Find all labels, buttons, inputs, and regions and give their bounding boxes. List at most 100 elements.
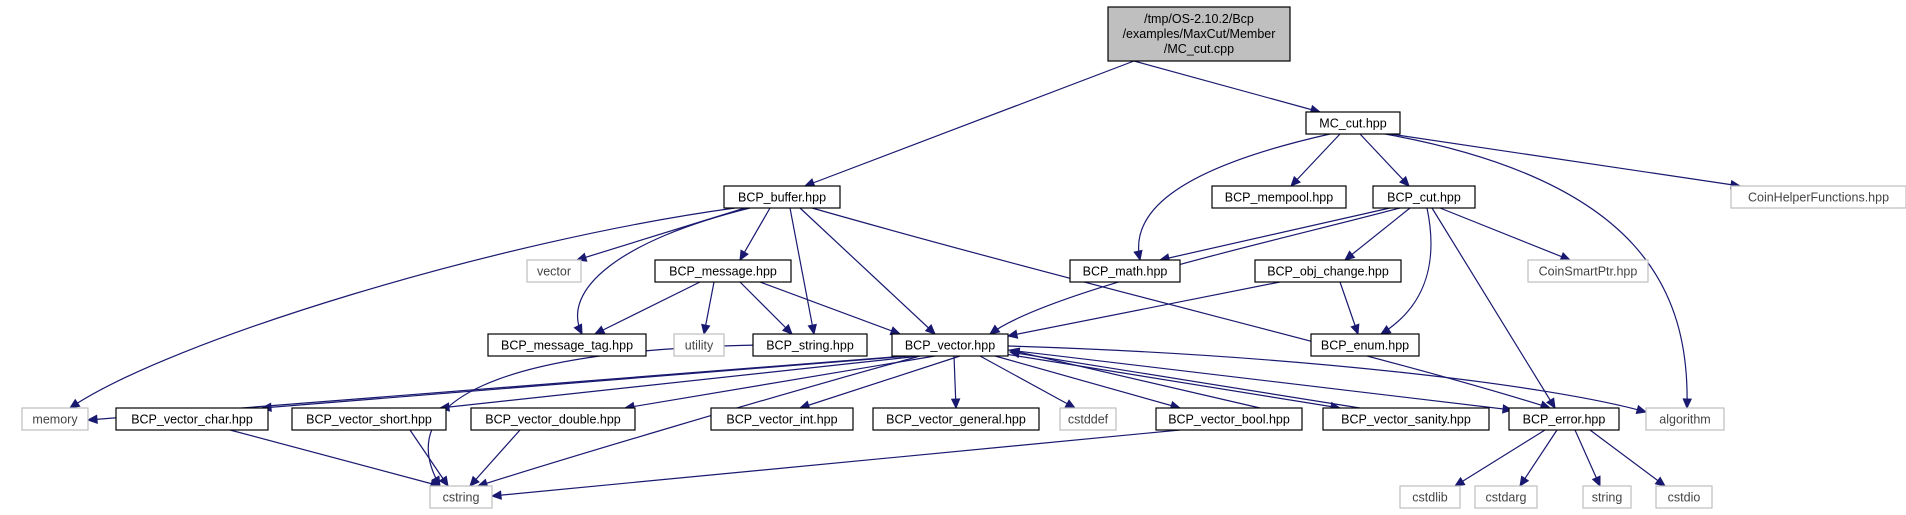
edge-bcp_buffer-to-bcp_vector (799, 207, 936, 335)
node-string[interactable]: string (1582, 485, 1632, 509)
node-bcp-vector-int[interactable]: BCP_vector_int.hpp (710, 407, 854, 431)
arrowhead-bcp_buffer-to-bcp_message_tag (573, 323, 583, 336)
node-utility[interactable]: utility (673, 333, 725, 357)
node-memory[interactable]: memory (21, 407, 89, 431)
node-bcp-vector-char[interactable]: BCP_vector_char.hpp (115, 407, 269, 431)
arrowhead-bcp_error-to-cstdarg (1519, 475, 1530, 488)
node-bcp-vector-short[interactable]: BCP_vector_short.hpp (291, 407, 447, 431)
node-label: CoinSmartPtr.hpp (1539, 265, 1638, 279)
node-box (1508, 407, 1620, 431)
node-label: vector (537, 265, 571, 279)
edge-bcp_message-to-bcp_message_tag (594, 281, 701, 335)
arrowhead-bcp_error-to-cstdlib (1453, 476, 1466, 487)
node-label: BCP_cut.hpp (1387, 191, 1461, 205)
node-mc-cut-hpp[interactable]: MC_cut.hpp (1305, 111, 1401, 135)
edge-mc_cut_hpp-to-coinhelper (1389, 133, 1741, 187)
node-box (654, 259, 792, 283)
edge-bcp_vector-to-bcp_vector_short (439, 355, 921, 409)
arrowhead-bcp_vector-to-memory (86, 414, 98, 425)
node-box (1310, 333, 1420, 357)
node-bcp-vector-sanity[interactable]: BCP_vector_sanity.hpp (1322, 407, 1490, 431)
arrowhead-bcp_buffer-to-bcp_vector (924, 324, 936, 335)
edge-bcp_buffer-to-bcp_error (811, 207, 1551, 409)
node-box (1527, 259, 1649, 283)
node-label: BCP_vector.hpp (905, 339, 995, 353)
node-box (1069, 259, 1181, 283)
node-coinsmartptr[interactable]: CoinSmartPtr.hpp (1527, 259, 1649, 283)
arrowhead-bcp_vector-to-algorithm (1635, 404, 1648, 415)
node-label: BCP_math.hpp (1083, 265, 1168, 279)
node-label: BCP_message.hpp (669, 265, 777, 279)
root-label-line: /MC_cut.cpp (1164, 42, 1234, 56)
edge-bcp_vector_double-to-cstring (469, 429, 521, 487)
node-label: BCP_vector_double.hpp (485, 413, 621, 427)
node-box (710, 407, 854, 431)
node-label: BCP_vector_bool.hpp (1168, 413, 1290, 427)
root-label-line: /examples/MaxCut/Member (1123, 27, 1276, 41)
node-label: BCP_vector_sanity.hpp (1341, 413, 1471, 427)
edge-bcp_vector-to-bcp_vector_char (261, 355, 911, 409)
arrowhead-bcp_error-to-cstdio (1654, 476, 1666, 487)
edge-bcp_vector-to-bcp_vector_int (799, 355, 961, 409)
node-label: BCP_vector_short.hpp (306, 413, 432, 427)
edge-bcp_vector_sanity-to-bcp_vector (1009, 351, 1361, 409)
edge-bcp_vector_char-to-cstring (229, 429, 441, 487)
arrowhead-bcp_message-to-utility (701, 323, 711, 336)
node-box (1211, 185, 1347, 209)
edge-bcp_error-to-cstdio (1589, 429, 1666, 487)
arrowhead-bcp_obj_change-to-bcp_enum (1350, 323, 1360, 336)
node-root[interactable]: /tmp/OS-2.10.2/Bcp/examples/MaxCut/Membe… (1107, 6, 1291, 62)
node-bcp-message[interactable]: BCP_message.hpp (654, 259, 792, 283)
edge-bcp_error-to-cstdarg (1519, 429, 1558, 487)
node-bcp-mempool[interactable]: BCP_mempool.hpp (1211, 185, 1347, 209)
node-box (1372, 185, 1476, 209)
node-box (723, 185, 841, 209)
node-bcp-vector[interactable]: BCP_vector.hpp (891, 333, 1009, 357)
arrowhead-bcp_vector-to-cstddef (1064, 399, 1077, 409)
node-bcp-vector-general[interactable]: BCP_vector_general.hpp (872, 407, 1040, 431)
node-cstdio[interactable]: cstdio (1655, 485, 1713, 509)
arrowhead-bcp_cut-to-coinsmartptr (1559, 252, 1572, 261)
node-label: cstdarg (1486, 491, 1527, 505)
node-bcp-enum[interactable]: BCP_enum.hpp (1310, 333, 1420, 357)
node-coinhelper[interactable]: CoinHelperFunctions.hpp (1730, 185, 1906, 209)
node-bcp-obj-change[interactable]: BCP_obj_change.hpp (1254, 259, 1402, 283)
node-cstdarg[interactable]: cstdarg (1474, 485, 1538, 509)
arrowhead-mc_cut_hpp-to-algorithm (1682, 398, 1693, 410)
node-vector[interactable]: vector (526, 259, 582, 283)
node-bcp-math[interactable]: BCP_math.hpp (1069, 259, 1181, 283)
node-box (1655, 485, 1713, 509)
edge-bcp_vector-to-cstring (477, 355, 921, 487)
arrowhead-bcp_error-to-string (1591, 475, 1601, 488)
node-bcp-buffer[interactable]: BCP_buffer.hpp (723, 185, 841, 209)
node-bcp-vector-bool[interactable]: BCP_vector_bool.hpp (1155, 407, 1303, 431)
node-label: cstdlib (1412, 491, 1447, 505)
arrowhead-bcp_cut-to-bcp_enum (1379, 324, 1392, 335)
node-label: BCP_mempool.hpp (1225, 191, 1333, 205)
node-label: cstdio (1668, 491, 1701, 505)
node-label: algorithm (1659, 413, 1710, 427)
node-bcp-string[interactable]: BCP_string.hpp (752, 333, 868, 357)
edge-bcp_vector-to-bcp_error (1007, 349, 1513, 411)
node-cstring[interactable]: cstring (429, 485, 493, 509)
node-box (1305, 111, 1401, 135)
node-label: BCP_vector_char.hpp (131, 413, 253, 427)
node-bcp-vector-double[interactable]: BCP_vector_double.hpp (470, 407, 636, 431)
node-label: BCP_vector_int.hpp (726, 413, 837, 427)
node-bcp-error[interactable]: BCP_error.hpp (1508, 407, 1620, 431)
node-cstddef[interactable]: cstddef (1059, 407, 1117, 431)
node-box (21, 407, 89, 431)
node-box (752, 333, 868, 357)
edge-root-to-mc_cut_hpp (1133, 60, 1321, 113)
arrowhead-bcp_buffer-to-bcp_message (739, 249, 749, 262)
node-algorithm[interactable]: algorithm (1645, 407, 1725, 431)
node-bcp-message-tag[interactable]: BCP_message_tag.hpp (487, 333, 647, 357)
edge-mc_cut_hpp-to-bcp_cut (1359, 133, 1410, 187)
node-box (470, 407, 636, 431)
edge-bcp_cut-to-bcp_obj_change (1344, 207, 1411, 261)
arrowhead-bcp_buffer-to-memory (68, 398, 81, 409)
node-label: BCP_error.hpp (1523, 413, 1606, 427)
node-bcp-cut[interactable]: BCP_cut.hpp (1372, 185, 1476, 209)
node-box (872, 407, 1040, 431)
node-cstdlib[interactable]: cstdlib (1399, 485, 1461, 509)
